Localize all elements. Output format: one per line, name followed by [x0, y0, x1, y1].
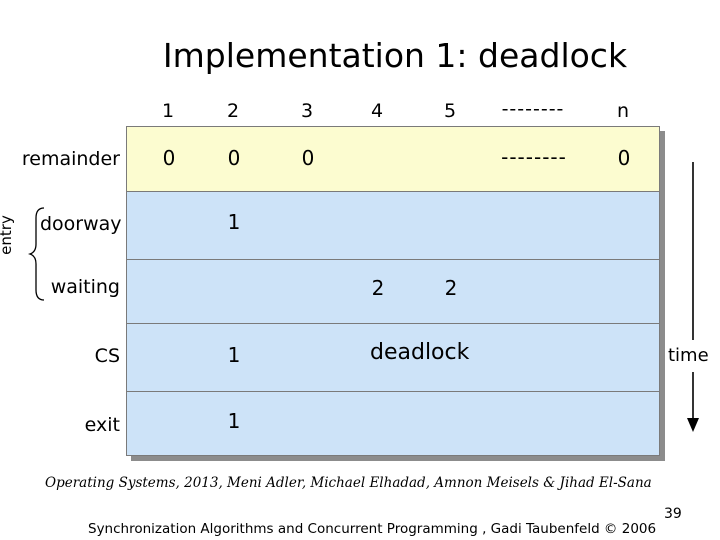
row-label-exit: exit [84, 414, 120, 436]
footer-course-credit: Operating Systems, 2013, Meni Adler, Mic… [45, 475, 652, 491]
entry-brace-icon [28, 207, 45, 301]
row-divider [127, 191, 659, 192]
cell-waiting-5: 2 [444, 276, 458, 300]
column-header-4: 4 [370, 100, 384, 122]
page-number: 39 [664, 506, 682, 522]
row-divider [127, 323, 659, 324]
cell-remainder-1: 0 [162, 146, 176, 170]
cell-remainder-3: 0 [301, 146, 315, 170]
row-label-remainder: remainder [21, 148, 120, 170]
row-divider [127, 391, 659, 392]
column-header-1: 1 [161, 100, 175, 122]
group-label-entry: entry [0, 215, 15, 255]
slide-title: Implementation 1: deadlock [162, 36, 628, 75]
time-arrow-icon [687, 162, 699, 432]
cell-cs-2: 1 [227, 343, 241, 367]
footer-book-credit: Synchronization Algorithms and Concurren… [88, 521, 657, 537]
row-label-waiting: waiting [50, 276, 120, 298]
cell-waiting-4: 2 [371, 276, 385, 300]
cell-doorway-2: 1 [227, 210, 241, 234]
column-header-2: 2 [226, 100, 240, 122]
row-label-cs: CS [94, 345, 120, 367]
row-divider [127, 259, 659, 260]
row-label-doorway: doorway [40, 213, 122, 235]
time-axis-label: time [668, 345, 709, 366]
deadlock-annotation: deadlock [370, 340, 470, 365]
column-header-5: 5 [443, 100, 457, 122]
cell-remainder-n: 0 [617, 146, 631, 170]
state-table: 0 0 0 -------- 0 1 2 2 1 1 [126, 126, 660, 456]
column-header-ellipsis: -------- [501, 98, 565, 120]
cell-remainder-2: 0 [227, 146, 241, 170]
cell-exit-2: 1 [227, 409, 241, 433]
column-header-n: n [616, 100, 630, 122]
column-header-3: 3 [300, 100, 314, 122]
cell-remainder-ellipsis: -------- [501, 145, 567, 169]
row-remainder [127, 127, 659, 191]
